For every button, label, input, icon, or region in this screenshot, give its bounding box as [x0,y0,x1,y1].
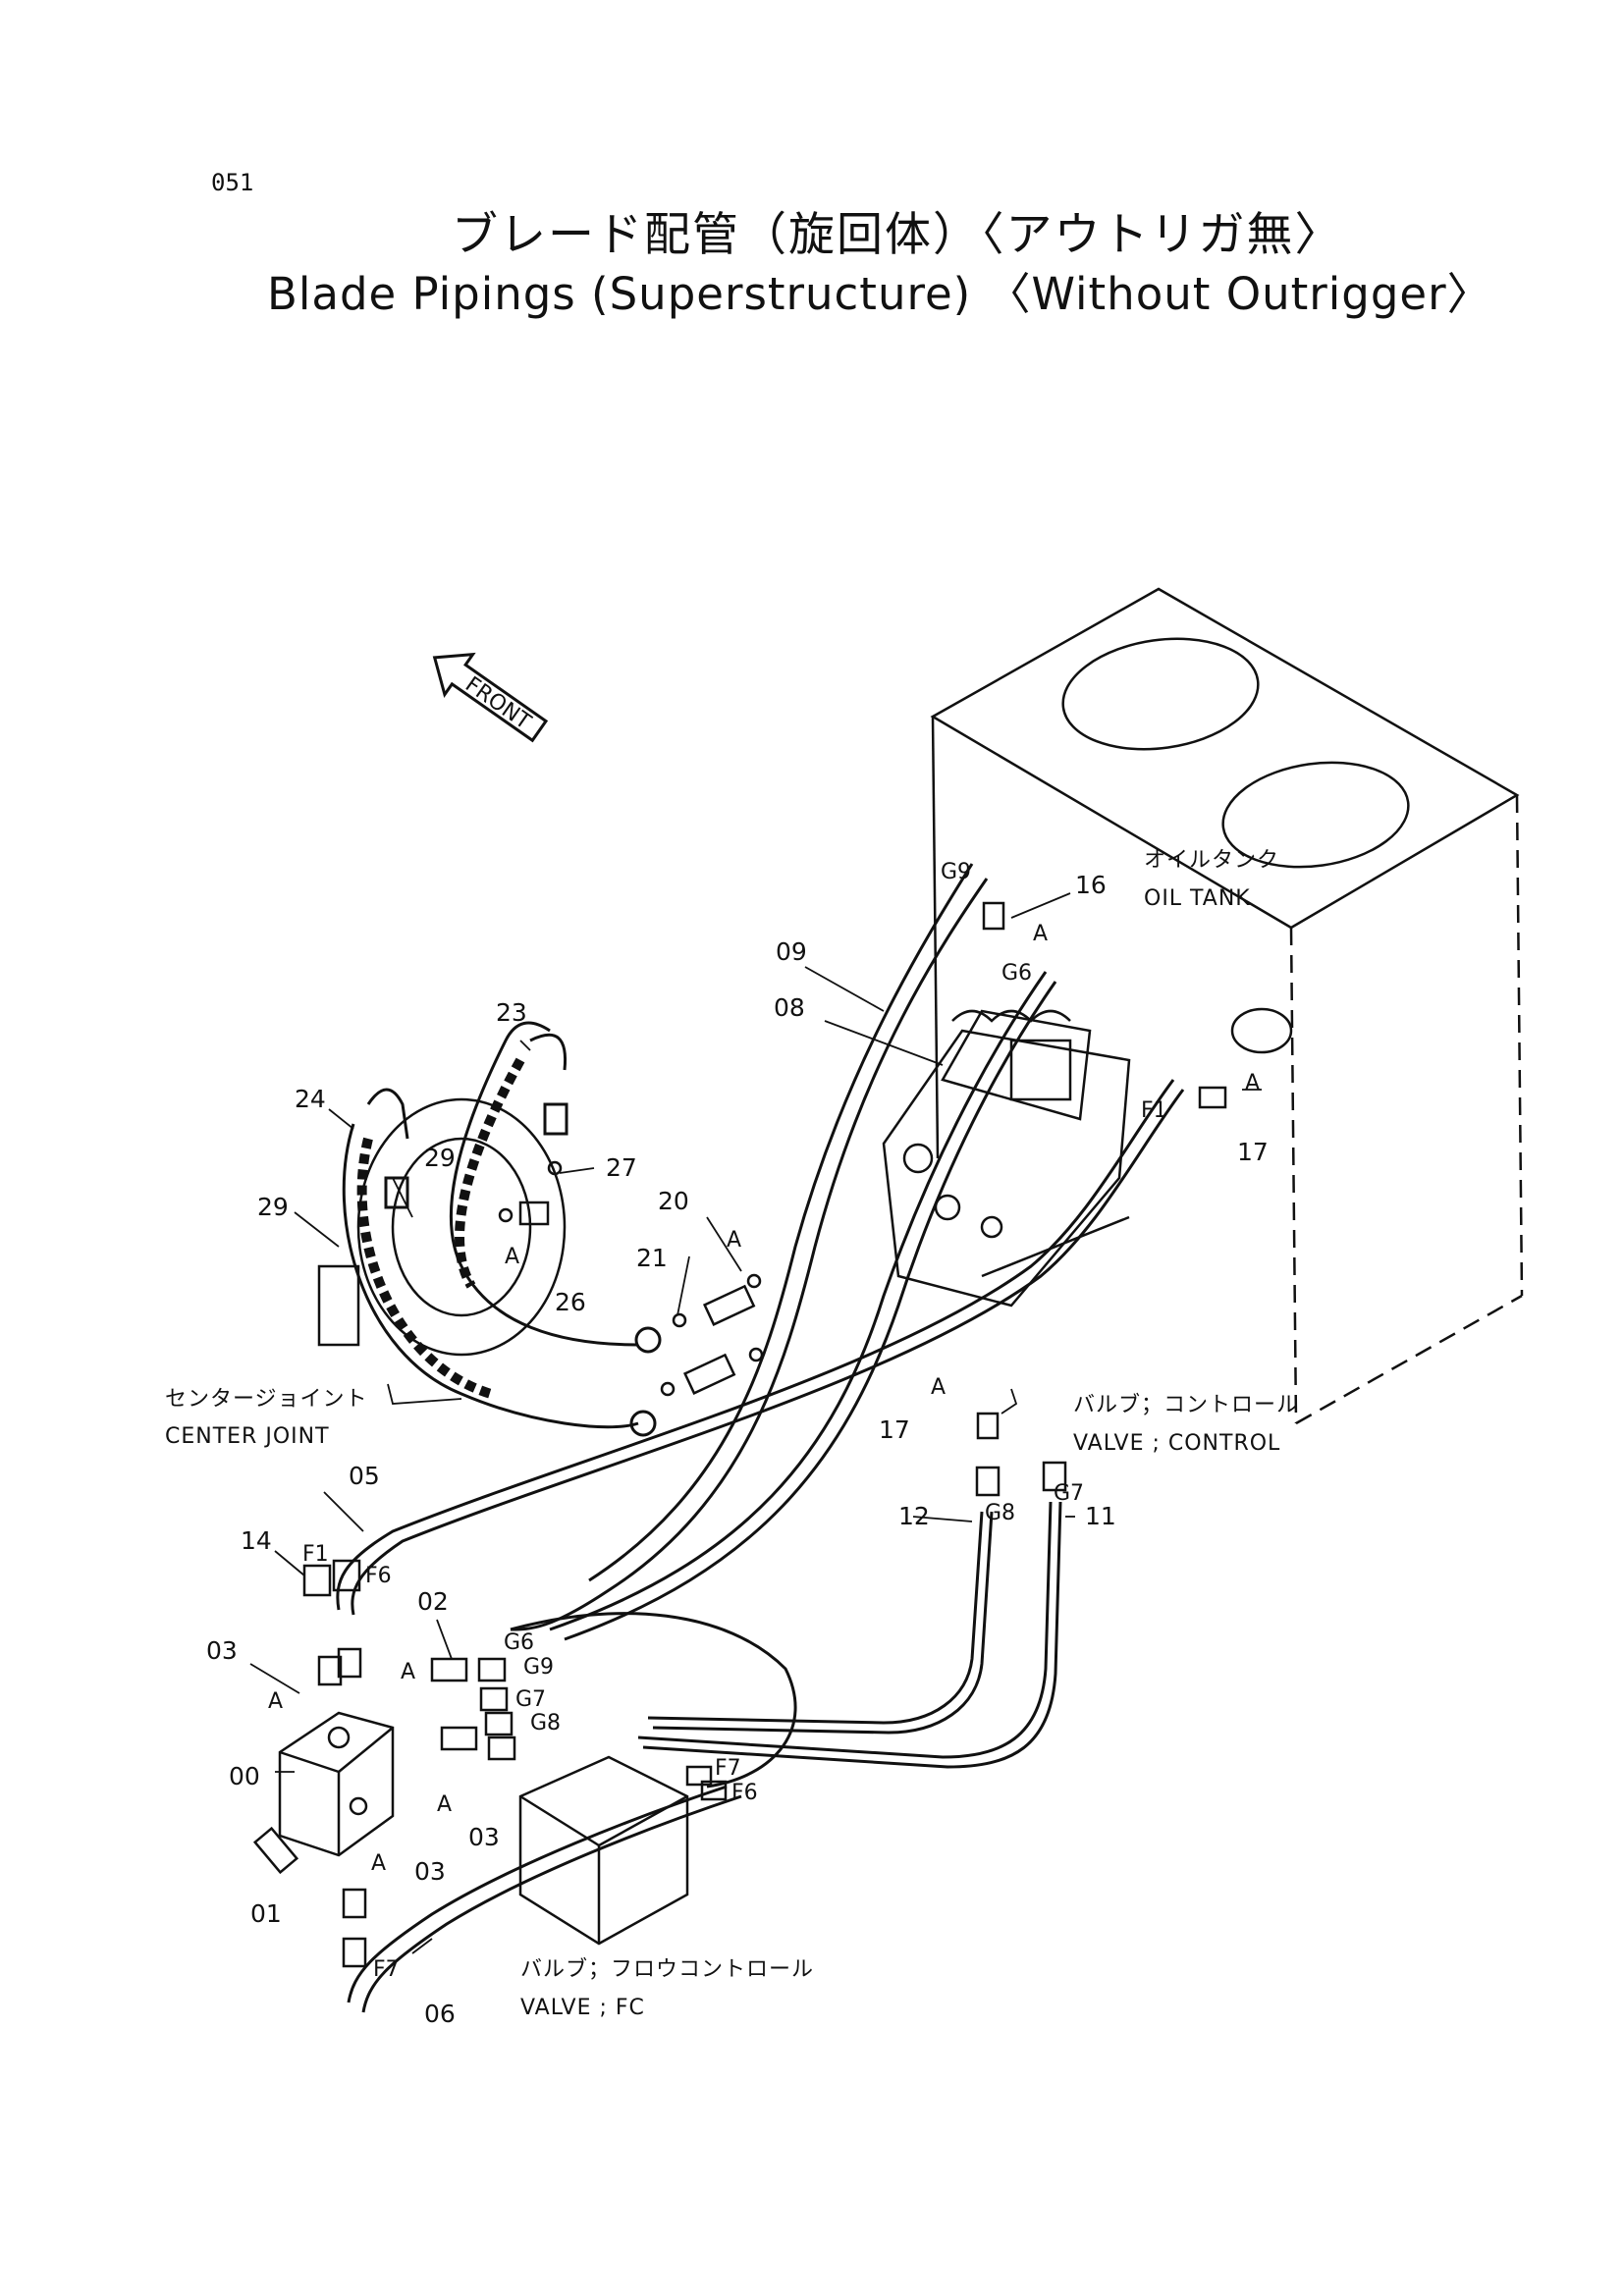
part-number: 03 [468,1823,500,1851]
ref-a: A [437,1792,452,1817]
ref-a: A [371,1851,386,1876]
fittings-block [302,901,1227,1968]
ref-a: A [401,1660,415,1684]
part-number: 26 [555,1288,586,1316]
part-number: 00 [229,1762,260,1790]
connection-label: G7 [1054,1481,1084,1506]
fc-valve-label-en: VALVE ; FC [520,1996,645,2020]
part-number: 24 [295,1085,326,1113]
part-number: 12 [898,1502,930,1530]
connection-label: G8 [530,1711,561,1735]
ref-a: A [727,1228,741,1253]
part-number: 09 [776,937,807,966]
title-japanese: ブレード配管（旋回体）〈アウトリガ無〉 [452,208,1343,262]
connection-label: F6 [731,1781,758,1805]
part-number: 03 [414,1857,446,1886]
part-number: 20 [658,1187,689,1215]
part-number: 05 [349,1462,380,1490]
center-joint [317,1097,567,1357]
ref-a: A [1245,1071,1260,1095]
ref-a-marks: A A A A A A A A A [268,922,1260,1876]
connection-label: G6 [504,1630,534,1655]
control-valve-label-jp: バルブ；コントロール [1073,1393,1299,1417]
front-arrow: FRONT [432,652,549,743]
part-number: 16 [1075,871,1107,899]
connection-label: F1 [302,1542,329,1567]
connection-label: G9 [941,860,971,884]
connection-label: F1 [1141,1098,1167,1123]
control-valve-label-en: VALVE ; CONTROL [1073,1431,1280,1456]
control-valve [882,1009,1131,1308]
part-number: 29 [424,1144,456,1172]
leader-lines [249,892,1262,1954]
center-joint-label-jp: センタージョイント [165,1387,368,1412]
fittings-center [498,1160,764,1397]
center-joint-hoses [342,1021,662,1437]
connection-label: G8 [985,1501,1015,1525]
part-number: 17 [1237,1138,1269,1166]
part-number: 01 [250,1899,282,1928]
center-joint-label-en: CENTER JOINT [165,1424,330,1449]
block-valve-00 [252,1711,395,1919]
part-number: 08 [774,993,805,1022]
part-number: 21 [636,1244,668,1272]
oil-tank-label-en: OIL TANK [1144,886,1251,911]
connection-labels: G9 G6 F1 G8 G7 F1 F6 G6 G9 G7 G8 F7 F6 F… [302,860,1167,1982]
part-number: 23 [496,998,527,1027]
ref-a: A [268,1689,283,1714]
ref-a: A [505,1245,519,1269]
ref-a: A [931,1375,946,1400]
connection-label: F7 [715,1756,741,1781]
oil-tank-label-jp: オイルタンク [1144,848,1279,873]
fc-valve [518,1755,689,1946]
part-number: 11 [1085,1502,1116,1530]
pipes [336,863,1185,2013]
part-numbers: 00 01 02 03 03 03 05 06 08 09 11 12 14 1… [206,871,1269,2028]
fc-valve-label-jp: バルブ；フロウコントロール [520,1957,814,1982]
part-number: 14 [241,1526,272,1555]
part-number: 29 [257,1193,289,1221]
connection-label: F7 [373,1957,400,1982]
part-number: 17 [879,1415,910,1444]
connection-label: G6 [1001,961,1032,986]
title-english: Blade Pipings (Superstructure) 〈Without … [267,268,1492,320]
connection-label: G7 [515,1687,546,1712]
part-number: 02 [417,1587,449,1616]
front-label: FRONT [460,672,535,735]
page-number: 051 [211,169,254,196]
part-number: 06 [424,2000,456,2028]
part-number: 27 [606,1153,637,1182]
connection-label: G9 [523,1655,554,1680]
connection-label: F6 [365,1564,392,1588]
oil-tank [930,587,1524,1425]
ref-a: A [1033,922,1048,946]
part-number: 03 [206,1636,238,1665]
